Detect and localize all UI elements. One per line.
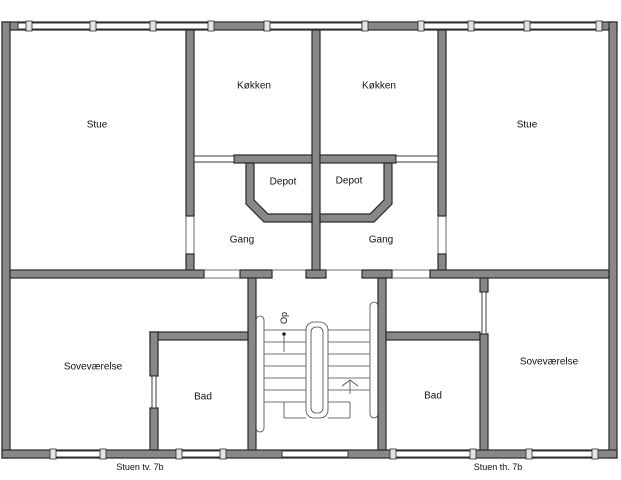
stair-direction-label: Op: [279, 311, 289, 325]
bottom-windows: [49, 448, 599, 460]
door-openings: [185, 216, 447, 279]
interior-walls-right: [319, 29, 610, 451]
room-label-bad-right: Bad: [424, 390, 442, 402]
room-label-bad-left: Bad: [194, 391, 212, 403]
caption-right-apartment: Stuen th. 7b: [473, 462, 523, 472]
staircase: [255, 301, 379, 433]
room-label-depot-left: Depot: [269, 176, 297, 188]
caption-left-apartment: Stuen tv. 7b: [116, 462, 164, 472]
room-label-depot-right: Depot: [335, 175, 363, 187]
room-label-kokken-left: Køkken: [237, 80, 271, 92]
interior-walls-left: [9, 29, 327, 451]
outer-walls: [1, 21, 618, 459]
room-label-kokken-right: Køkken: [362, 80, 396, 92]
room-label-sovevaerelse-right: Soveværelse: [519, 356, 579, 368]
room-label-stue-left: Stue: [86, 119, 108, 131]
room-label-stue-right: Stue: [516, 119, 538, 131]
room-label-gang-right: Gang: [368, 234, 394, 246]
room-label-gang-left: Gang: [229, 234, 255, 246]
top-windows: [17, 20, 603, 32]
room-label-sovevaerelse-left: Soveværelse: [63, 361, 123, 373]
